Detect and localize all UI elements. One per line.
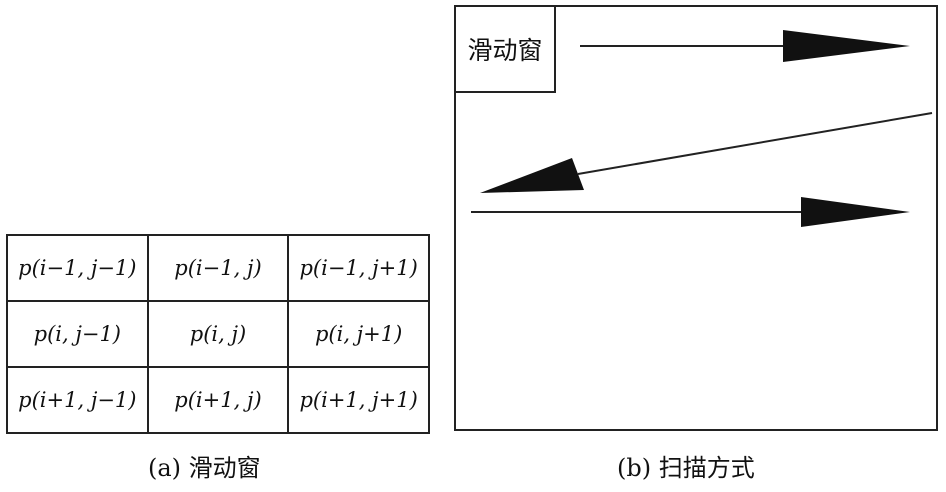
- grid-row: p(i+1, j−1) p(i+1, j) p(i+1, j+1): [6, 366, 430, 434]
- caption-a: (a) 滑动窗: [148, 454, 261, 482]
- scan-arrow-head-2: [480, 158, 584, 193]
- grid-cell: p(i−1, j−1): [6, 234, 149, 302]
- grid-cell: p(i+1, j−1): [6, 366, 149, 434]
- grid-cell: p(i+1, j): [146, 366, 290, 434]
- grid-cell-center: p(i, j): [146, 300, 290, 368]
- grid-cell: p(i−1, j): [146, 234, 290, 302]
- grid-row: p(i, j−1) p(i, j) p(i, j+1): [6, 300, 430, 368]
- grid-cell: p(i+1, j+1): [287, 366, 430, 434]
- sliding-window-box: 滑动窗: [454, 5, 556, 93]
- grid-cell: p(i, j+1): [287, 300, 430, 368]
- caption-b: (b) 扫描方式: [617, 454, 755, 482]
- scan-frame: [454, 5, 938, 431]
- scan-arrow-head-3: [801, 197, 910, 227]
- grid-row: p(i−1, j−1) p(i−1, j) p(i−1, j+1): [6, 234, 430, 302]
- grid-cell: p(i, j−1): [6, 300, 149, 368]
- sliding-window-grid: p(i−1, j−1) p(i−1, j) p(i−1, j+1) p(i, j…: [6, 234, 430, 434]
- scan-arrow-line-2: [577, 112, 933, 175]
- grid-cell: p(i−1, j+1): [287, 234, 430, 302]
- scan-arrow-head-1: [783, 30, 910, 62]
